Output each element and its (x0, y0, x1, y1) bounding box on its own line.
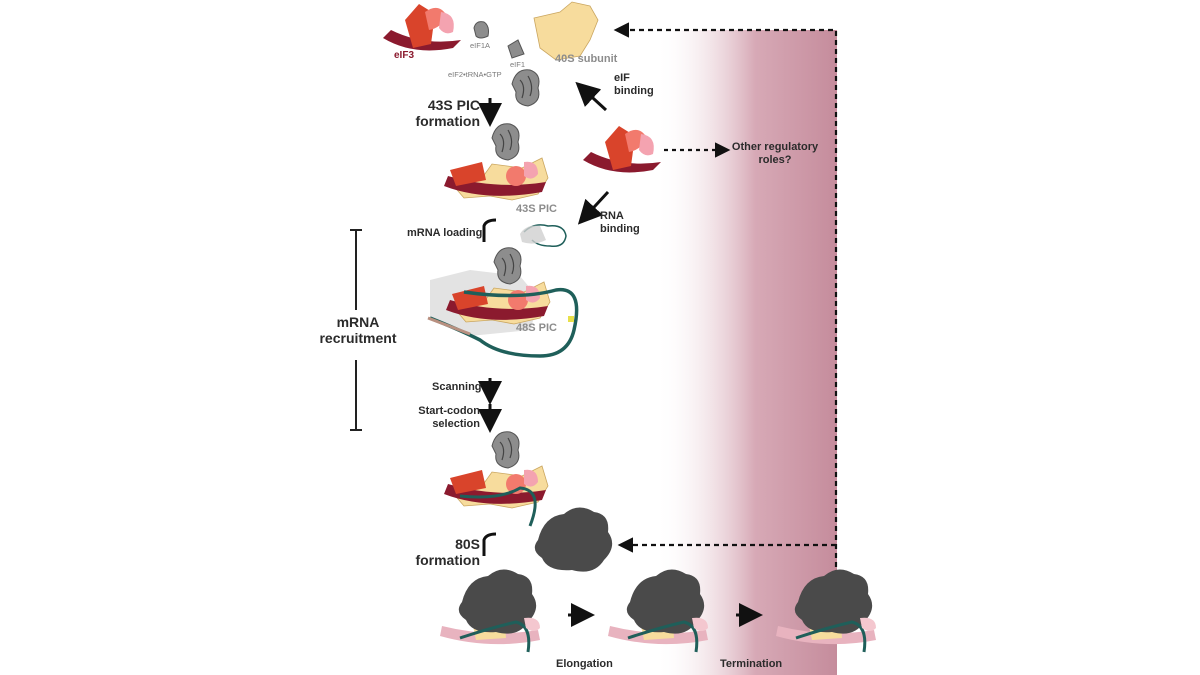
recruitment-bracket-top (350, 229, 362, 310)
ribosome-80s-2 (608, 569, 708, 652)
mrna-cap-factor (520, 225, 546, 244)
regulation-gradient-band (655, 30, 837, 675)
label-43s-pic-formation: 43S PIC formation (415, 97, 480, 130)
subunit-60s (534, 507, 613, 572)
mrna-free (523, 224, 567, 248)
label-40s-subunit: 40S subunit (555, 53, 618, 65)
eif1a-factor (473, 21, 489, 39)
rna-binding-arrow (577, 190, 610, 225)
mrna-5prime-tail (427, 316, 471, 336)
feedback-loop-line (613, 22, 838, 585)
label-eif2: eIF2•tRNA•GTP (448, 70, 502, 79)
label-rna-binding: RNA binding (600, 210, 640, 235)
label-other-roles: Other regulatory roles? (731, 141, 819, 166)
label-elongation: Elongation (556, 658, 613, 670)
eif1-factor (507, 39, 525, 59)
label-mrna-recruitment: mRNA recruitment (319, 314, 397, 347)
label-termination: Termination (720, 658, 783, 670)
label-mrna-loading: mRNA loading (407, 227, 483, 239)
eif-binding-arrow (575, 81, 608, 112)
label-scanning: Scanning (432, 381, 482, 393)
label-43s-pic: 43S PIC (516, 203, 557, 215)
label-eif3: eIF3 (394, 50, 415, 61)
mrna-48s (429, 288, 579, 358)
eif3-complex-free (583, 126, 661, 173)
s80-formation-arrow (482, 532, 497, 556)
start-codon-mark (568, 316, 574, 322)
subunit-40s (533, 1, 599, 61)
label-80s-formation: 80S formation (415, 536, 480, 569)
label-eif1a: eIF1A (470, 41, 491, 50)
label-start-codon: Start-codon selection (418, 405, 480, 430)
label-eif1: eIF1 (510, 60, 526, 69)
ribosome-80s-1 (440, 569, 540, 652)
label-48s-pic: 48S PIC (516, 322, 557, 334)
mrna-initiation (459, 486, 537, 527)
eif3-complex-top (383, 4, 461, 51)
label-eif-binding: eIF binding (614, 72, 654, 97)
recruitment-bracket-bottom (350, 360, 362, 431)
pic43-complex (444, 124, 548, 200)
mrna-loading-arrow (482, 218, 497, 242)
eif2-factor (511, 69, 540, 107)
